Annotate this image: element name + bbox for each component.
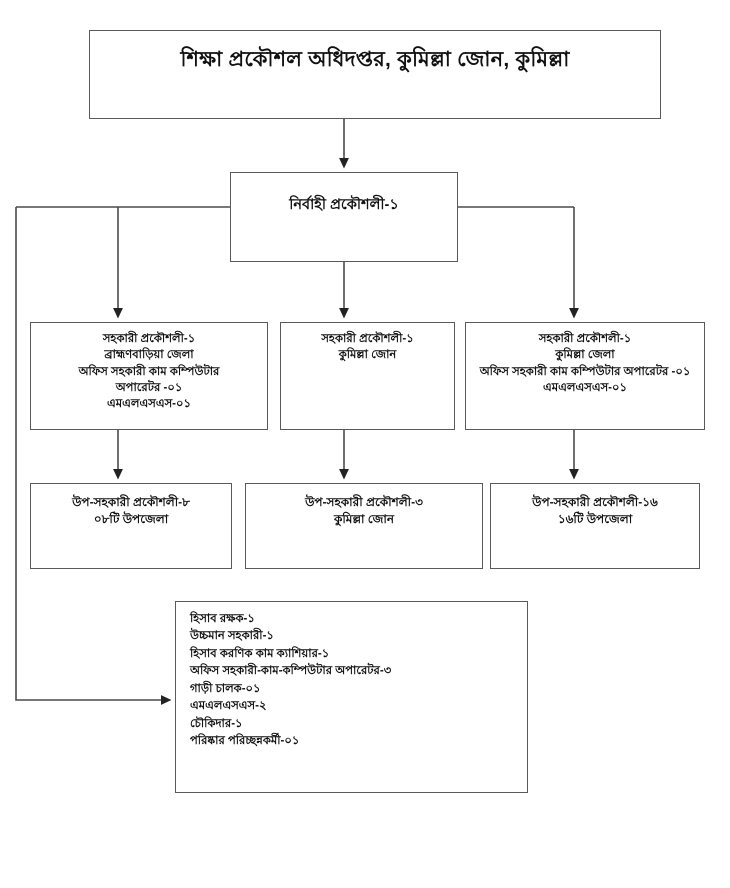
node-sub-assistant-engineer-3: উপ-সহকারী প্রকৌশলী-৩ কুমিল্লা জোন [245, 483, 483, 569]
node-support-staff-list-text: হিসাব রক্ষক-১ উচ্চমান সহকারী-১ হিসাব করণ… [190, 611, 527, 751]
node-executive-engineer: নির্বাহী প্রকৌশলী-১ [230, 172, 458, 262]
staff-list-item: হিসাব রক্ষক-১ [190, 613, 255, 625]
text-line: এমএলএসএস-০১ [107, 398, 191, 411]
text-line: উপ-সহকারী প্রকৌশলী-৩ [305, 495, 423, 509]
staff-list-item: উচ্চমান সহকারী-১ [190, 630, 274, 643]
text-line: উপ-সহকারী প্রকৌশলী-৮ [72, 495, 190, 509]
text-line: নির্বাহী প্রকৌশলী-১ [289, 197, 399, 213]
text-line: উপ-সহকারী প্রকৌশলী-১৬ [532, 495, 658, 509]
node-support-staff-list: হিসাব রক্ষক-১ উচ্চমান সহকারী-১ হিসাব করণ… [175, 601, 528, 793]
text-line: অপারেটর -০১ [115, 381, 183, 394]
connector-exec-to-staff [15, 207, 172, 705]
node-assistant-engineer-brahmanbaria: সহকারী প্রকৌশলী-১ ব্রাহ্মণবাড়িয়া জেলা … [30, 322, 268, 430]
text-line: ব্রাহ্মণবাড়িয়া জেলা [104, 349, 194, 362]
staff-list-item: গাড়ী চালক-০১ [190, 682, 261, 695]
text-line: সহকারী প্রকৌশলী-১ [321, 333, 414, 345]
node-executive-engineer-text: নির্বাহী প্রকৌশলী-১ [231, 195, 457, 216]
staff-list-item: এমএলএসএস-২ [190, 700, 267, 713]
staff-list-item: পরিষ্কার পরিচ্ছন্নকর্মী-০১ [190, 735, 300, 748]
text-line: অফিস সহকারী কাম কম্পিউটার [78, 365, 220, 378]
text-line: শিক্ষা প্রকৌশল অধিদপ্তর, কুমিল্লা জোন, ক… [180, 48, 570, 71]
text-line: সহকারী প্রকৌশলী-১ [538, 333, 632, 345]
node-assistant-engineer-comilla-zone-text: সহকারী প্রকৌশলী-১ কুমিল্লা জোন [281, 331, 454, 364]
node-assistant-engineer-comilla-district: সহকারী প্রকৌশলী-১ কুমিল্লা জেলা অফিস সহক… [465, 322, 705, 430]
node-sub-assistant-engineer-16-text: উপ-সহকারী প্রকৌশলী-১৬ ১৬টি উপজেলা [491, 494, 699, 528]
staff-list-item: চৌকিদার-১ [190, 717, 243, 730]
text-line: সহকারী প্রকৌশলী-১ [102, 333, 196, 345]
text-line: ১৬টি উপজেলা [557, 512, 633, 527]
staff-list-item: অফিস সহকারী-কাম-কম্পিউটার অপারেটর-৩ [190, 665, 392, 678]
text-line: কুমিল্লা জেলা [555, 349, 615, 362]
node-sub-assistant-engineer-8-text: উপ-সহকারী প্রকৌশলী-৮ ০৮টি উপজেলা [31, 494, 231, 528]
node-sub-assistant-engineer-16: উপ-সহকারী প্রকৌশলী-১৬ ১৬টি উপজেলা [490, 483, 700, 569]
node-sub-assistant-engineer-8: উপ-সহকারী প্রকৌশলী-৮ ০৮টি উপজেলা [30, 483, 232, 569]
text-line: ০৮টি উপজেলা [93, 512, 169, 527]
text-line: অফিস সহকারী কাম কম্পিউটার অপারেটর -০১ [479, 365, 691, 378]
node-assistant-engineer-comilla-zone: সহকারী প্রকৌশলী-১ কুমিল্লা জোন [280, 322, 455, 430]
text-line: কুমিল্লা জোন [333, 512, 395, 527]
text-line: কুমিল্লা জোন [338, 349, 397, 362]
node-department-title: শিক্ষা প্রকৌশল অধিদপ্তর, কুমিল্লা জোন, ক… [89, 30, 661, 119]
text-line: এমএলএসএস-০১ [543, 381, 627, 394]
staff-list-item: হিসাব করণিক কাম ক্যাশিয়ার-১ [190, 647, 330, 660]
node-assistant-engineer-brahmanbaria-text: সহকারী প্রকৌশলী-১ ব্রাহ্মণবাড়িয়া জেলা … [31, 331, 267, 413]
node-department-title-text: শিক্ষা প্রকৌশল অধিদপ্তর, কুমিল্লা জোন, ক… [90, 45, 660, 75]
node-sub-assistant-engineer-3-text: উপ-সহকারী প্রকৌশলী-৩ কুমিল্লা জোন [246, 494, 482, 528]
node-assistant-engineer-comilla-district-text: সহকারী প্রকৌশলী-১ কুমিল্লা জেলা অফিস সহক… [466, 331, 704, 396]
